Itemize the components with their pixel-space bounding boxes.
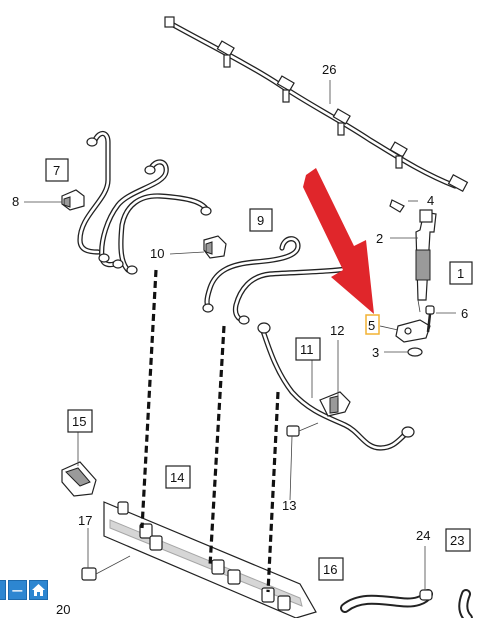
zoom-out-button[interactable]: − — [8, 580, 27, 600]
home-icon — [32, 584, 45, 596]
callout-box-9 — [249, 208, 273, 232]
callout-26: 26 — [322, 62, 336, 77]
callout-box-11 — [295, 337, 321, 361]
pipe-11 — [257, 322, 415, 451]
callout-1: 1 — [457, 266, 464, 281]
injector-pipes-middle — [202, 236, 358, 325]
callout-box-16 — [318, 557, 344, 581]
callout-4: 4 — [427, 193, 434, 208]
partial-button-icon[interactable] — [0, 580, 6, 600]
leader-lines — [24, 80, 456, 590]
red-pointer-arrow — [303, 168, 374, 314]
injector-2 — [415, 209, 437, 313]
flange-5 — [395, 319, 431, 343]
bolt-13 — [286, 422, 319, 437]
callout-17: 17 — [78, 513, 92, 528]
viewer-toolbar: − — [0, 580, 48, 600]
callout-5: 5 — [368, 318, 375, 333]
return-hose-26 — [164, 16, 469, 192]
hose-23 — [458, 589, 473, 618]
callout-box-1 — [449, 261, 473, 285]
bracket-12 — [319, 391, 351, 417]
callout-2: 2 — [376, 231, 383, 246]
highlight-box-5 — [365, 314, 380, 335]
callout-16: 16 — [323, 562, 337, 577]
callout-9: 9 — [257, 213, 264, 228]
pressure-sensor-15 — [61, 461, 97, 497]
clip-8 — [61, 189, 85, 211]
callout-7: 7 — [53, 163, 60, 178]
callout-24: 24 — [416, 528, 430, 543]
callout-15: 15 — [72, 414, 86, 429]
minus-icon: − — [10, 581, 25, 600]
callout-8: 8 — [12, 194, 19, 209]
injector-pipes-left — [77, 130, 212, 275]
bolt-17 — [81, 555, 131, 581]
hose-24 — [340, 589, 433, 613]
callout-box-7 — [45, 158, 69, 182]
callout-12: 12 — [330, 323, 344, 338]
callout-13: 13 — [282, 498, 296, 513]
callout-10: 10 — [150, 246, 164, 261]
callout-labels: 1 2 3 4 5 6 7 8 9 10 11 12 13 14 15 16 1… — [12, 62, 473, 617]
callout-11: 11 — [300, 342, 314, 357]
arrow-shape — [303, 168, 374, 314]
callout-23: 23 — [450, 533, 464, 548]
callout-box-14 — [165, 465, 191, 489]
bolt-6 — [425, 305, 435, 333]
callout-20: 20 — [56, 602, 70, 617]
callout-box-15 — [67, 409, 93, 433]
dashed-connectors — [140, 269, 280, 593]
clip-10 — [203, 235, 227, 259]
callout-box-23 — [445, 528, 471, 552]
home-button[interactable] — [29, 580, 48, 600]
callout-3: 3 — [372, 345, 379, 360]
callout-6: 6 — [461, 306, 468, 321]
washer-3 — [407, 347, 423, 357]
callout-14: 14 — [170, 470, 184, 485]
clamp-4 — [389, 199, 405, 213]
